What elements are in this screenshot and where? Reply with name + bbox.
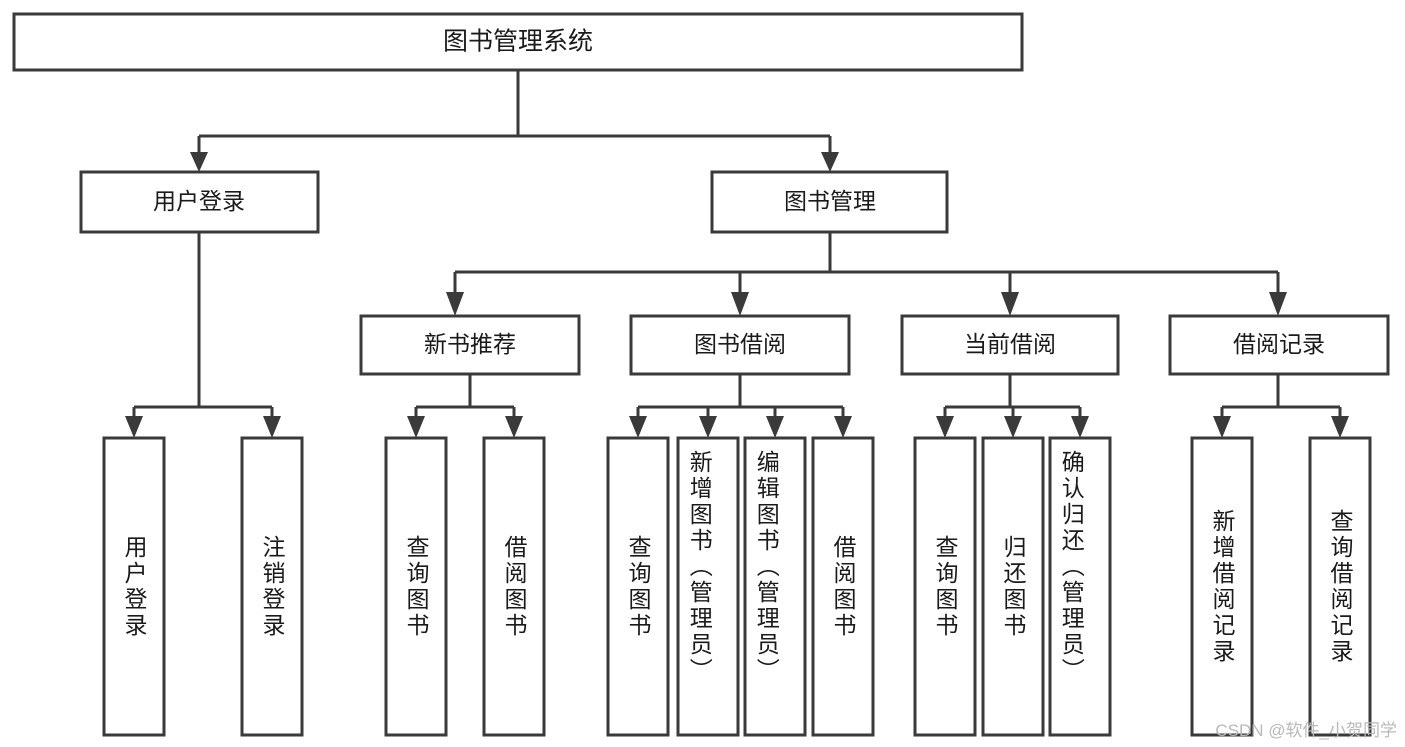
node-user-login[interactable]: 用户登录 bbox=[79, 170, 320, 234]
arrow-leaf-user-login bbox=[125, 416, 143, 438]
leaf-borrow-book-borrow-rect bbox=[811, 436, 875, 737]
node-root-system[interactable]: 图书管理系统 bbox=[12, 12, 1024, 72]
node-user-login-rect bbox=[79, 170, 320, 234]
leaf-query-book-new[interactable]: 查询图书 bbox=[384, 436, 448, 737]
node-current-borrow-label: 当前借阅 bbox=[964, 331, 1056, 357]
node-new-book-recommend-rect bbox=[359, 314, 581, 376]
arrow-leaf-add-record bbox=[1213, 416, 1231, 438]
arrow-to-current-borrow bbox=[1001, 292, 1019, 316]
leaf-query-book-current-rect bbox=[913, 436, 977, 737]
node-root-label: 图书管理系统 bbox=[443, 28, 593, 56]
arrow-leaf-add-book bbox=[699, 416, 717, 438]
leaf-add-book-admin[interactable]: 新增图书（管理员） bbox=[676, 436, 740, 737]
leaf-edit-book-admin-rect bbox=[743, 436, 807, 737]
leaf-logout-label: 注销登录 bbox=[259, 535, 286, 639]
leaf-query-book-new-rect bbox=[384, 436, 448, 737]
leaf-query-borrow-record-label: 查询借阅记录 bbox=[1327, 509, 1354, 665]
leaf-logout-rect bbox=[240, 436, 304, 737]
leaf-user-login-rect bbox=[102, 436, 166, 737]
node-root-rect bbox=[12, 12, 1024, 72]
leaf-borrow-book-borrow-label: 借阅图书 bbox=[830, 535, 857, 639]
arrow-leaf-borrow-book-a bbox=[505, 416, 523, 438]
node-new-book-recommend-label: 新书推荐 bbox=[424, 331, 516, 357]
arrow-leaf-query-book-c bbox=[936, 416, 954, 438]
leaf-borrow-book-new-rect bbox=[482, 436, 546, 737]
arrow-leaf-query-book-b bbox=[629, 416, 647, 438]
leaf-edit-book-admin-label: 编辑图书（管理员） bbox=[753, 450, 780, 684]
node-book-borrow-label: 图书借阅 bbox=[694, 331, 786, 357]
arrow-to-borrow-record bbox=[1269, 292, 1287, 316]
leaf-query-book-current-label: 查询图书 bbox=[932, 535, 959, 639]
arrow-leaf-edit-book bbox=[766, 416, 784, 438]
leaf-user-login-label: 用户登录 bbox=[121, 535, 148, 639]
node-book-management-label: 图书管理 bbox=[784, 188, 876, 214]
leaf-query-borrow-record[interactable]: 查询借阅记录 bbox=[1308, 436, 1372, 737]
leaf-borrow-book-new[interactable]: 借阅图书 bbox=[482, 436, 546, 737]
arrow-leaf-logout bbox=[263, 416, 281, 438]
node-borrow-record[interactable]: 借阅记录 bbox=[1168, 314, 1390, 376]
leaf-add-borrow-record[interactable]: 新增借阅记录 bbox=[1190, 436, 1254, 737]
leaf-confirm-return-admin-label: 确认归还（管理员） bbox=[1058, 450, 1085, 684]
leaf-query-book-current[interactable]: 查询图书 bbox=[913, 436, 977, 737]
node-user-login-label: 用户登录 bbox=[153, 188, 245, 214]
arrow-leaf-borrow-book-b bbox=[834, 416, 852, 438]
arrow-leaf-confirm-return bbox=[1071, 416, 1089, 438]
arrow-leaf-query-book-a bbox=[407, 416, 425, 438]
arrow-to-book-borrow bbox=[731, 292, 749, 316]
arrow-to-user-login bbox=[190, 152, 208, 172]
leaf-query-borrow-record-rect bbox=[1308, 436, 1372, 737]
leaf-add-borrow-record-rect bbox=[1190, 436, 1254, 737]
leaf-logout[interactable]: 注销登录 bbox=[240, 436, 304, 737]
node-current-borrow-rect bbox=[900, 314, 1120, 376]
leaf-borrow-book-borrow[interactable]: 借阅图书 bbox=[811, 436, 875, 737]
leaf-query-book-new-label: 查询图书 bbox=[403, 535, 430, 639]
arrow-leaf-query-record bbox=[1331, 416, 1349, 438]
leaf-add-book-admin-rect bbox=[676, 436, 740, 737]
leaf-return-book-rect bbox=[981, 436, 1045, 737]
node-book-borrow[interactable]: 图书借阅 bbox=[629, 314, 851, 376]
leaf-query-book-borrow[interactable]: 查询图书 bbox=[606, 436, 670, 737]
node-book-borrow-rect bbox=[629, 314, 851, 376]
node-book-management-rect bbox=[710, 170, 949, 234]
node-book-management[interactable]: 图书管理 bbox=[710, 170, 949, 234]
node-borrow-record-rect bbox=[1168, 314, 1390, 376]
leaf-query-book-borrow-rect bbox=[606, 436, 670, 737]
leaf-query-book-borrow-label: 查询图书 bbox=[625, 535, 652, 639]
csdn-watermark: CSDN @软件_小贺同学 bbox=[1215, 721, 1397, 740]
leaf-return-book[interactable]: 归还图书 bbox=[981, 436, 1045, 737]
arrow-to-new-book bbox=[446, 292, 464, 316]
connector-layer bbox=[125, 70, 1349, 438]
leaf-add-borrow-record-label: 新增借阅记录 bbox=[1209, 509, 1236, 665]
leaf-confirm-return-admin-rect bbox=[1048, 436, 1112, 737]
node-new-book-recommend[interactable]: 新书推荐 bbox=[359, 314, 581, 376]
arrow-leaf-return-book bbox=[1004, 416, 1022, 438]
node-borrow-record-label: 借阅记录 bbox=[1233, 331, 1325, 357]
leaf-edit-book-admin[interactable]: 编辑图书（管理员） bbox=[743, 436, 807, 737]
node-current-borrow[interactable]: 当前借阅 bbox=[900, 314, 1120, 376]
leaf-return-book-label: 归还图书 bbox=[1000, 535, 1027, 639]
leaf-add-book-admin-label: 新增图书（管理员） bbox=[686, 450, 713, 684]
leaf-borrow-book-new-label: 借阅图书 bbox=[501, 535, 528, 639]
leaf-confirm-return-admin[interactable]: 确认归还（管理员） bbox=[1048, 436, 1112, 737]
arrow-to-book-manage bbox=[821, 152, 839, 172]
leaf-user-login[interactable]: 用户登录 bbox=[102, 436, 166, 737]
